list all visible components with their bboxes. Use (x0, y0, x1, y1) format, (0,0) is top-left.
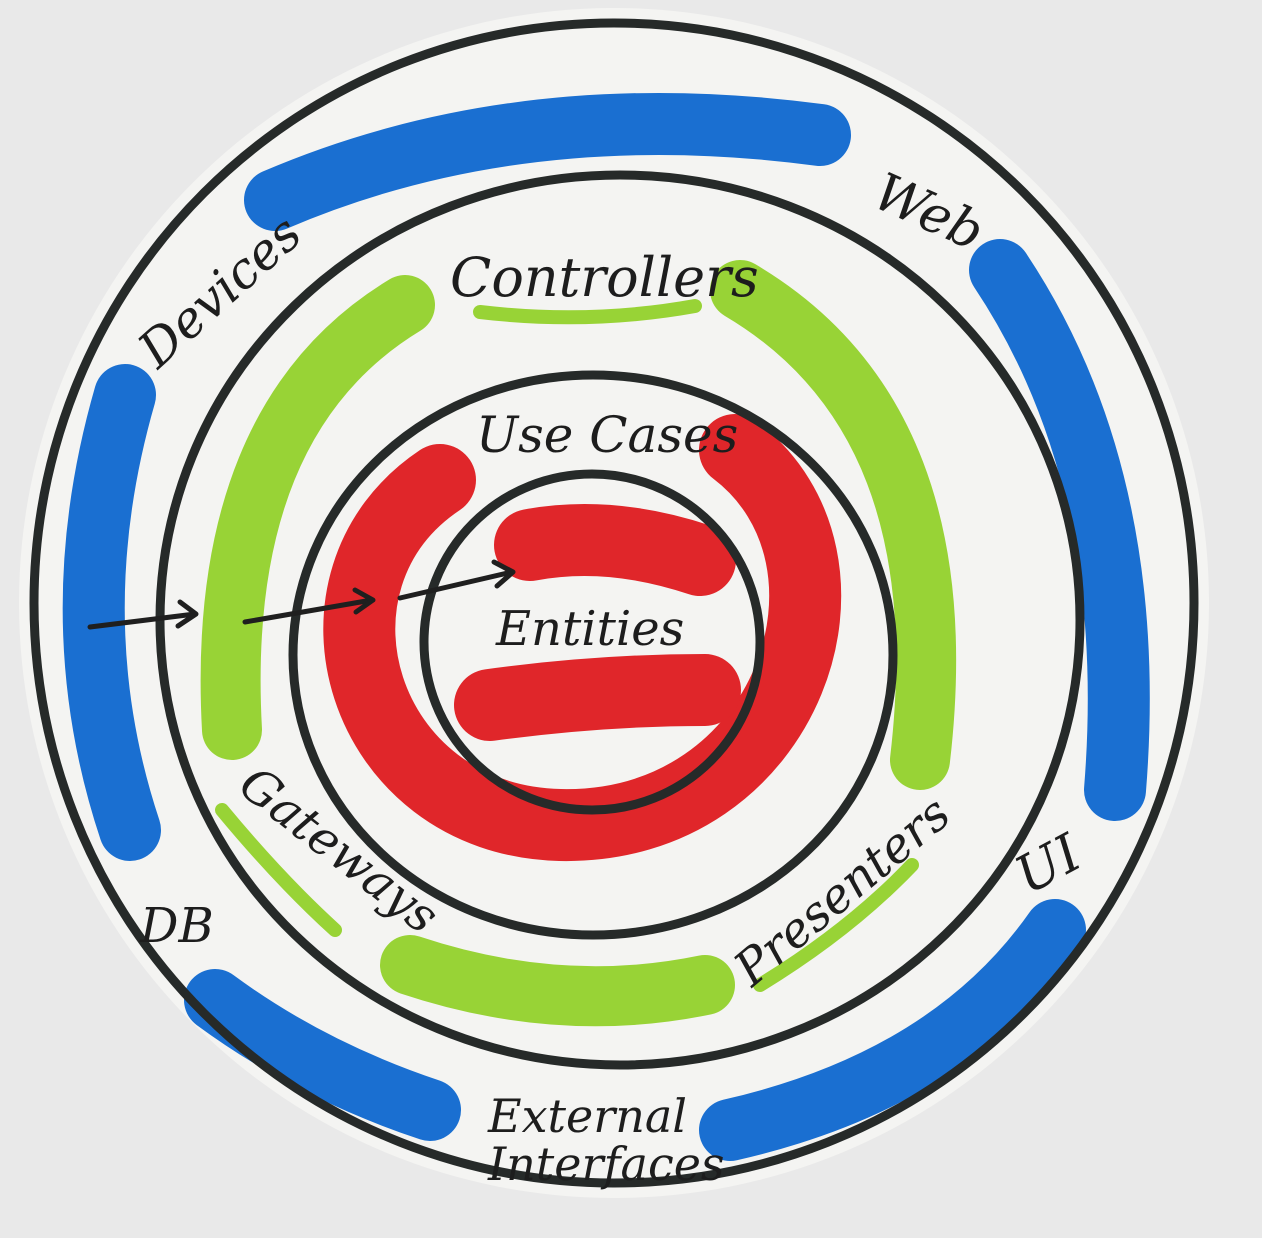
external-interfaces-label-line1: External (487, 1089, 687, 1143)
blue-stroke-top (244, 93, 851, 231)
entities-label: Entities (495, 601, 684, 657)
controllers-underline (473, 299, 702, 325)
db-label: DB (139, 898, 214, 954)
green-stroke-right (710, 260, 957, 790)
external-interfaces-label-line2: Interfaces (487, 1137, 725, 1191)
layer-rings (29, 18, 1199, 1188)
outer-ring (29, 18, 1199, 1188)
entities-ring (419, 469, 765, 815)
right-arrow-icon (87, 599, 199, 630)
blue-stroke-right (969, 239, 1150, 821)
gateways-underline (215, 803, 342, 937)
blue-stroke-bottom-left (184, 969, 461, 1141)
dependency-arrows (87, 559, 516, 630)
paper-background (19, 8, 1209, 1198)
green-stroke-bottom (380, 935, 735, 1027)
right-arrow-icon (242, 587, 376, 625)
red-entities-bottom (454, 654, 741, 741)
controllers-label: Controllers (450, 246, 759, 309)
red-entities-top (494, 504, 736, 596)
blue-layer-strokes (62, 93, 1150, 1161)
presenters-underline (753, 858, 919, 992)
blue-stroke-bottom-right (699, 899, 1086, 1161)
use-cases-ring (288, 370, 898, 940)
right-arrow-icon (397, 559, 516, 601)
use-cases-label: Use Cases (476, 406, 738, 464)
green-underlines (215, 299, 919, 992)
green-layer-strokes (200, 260, 957, 1027)
green-stroke-left (200, 275, 435, 760)
blue-stroke-left (62, 364, 161, 861)
